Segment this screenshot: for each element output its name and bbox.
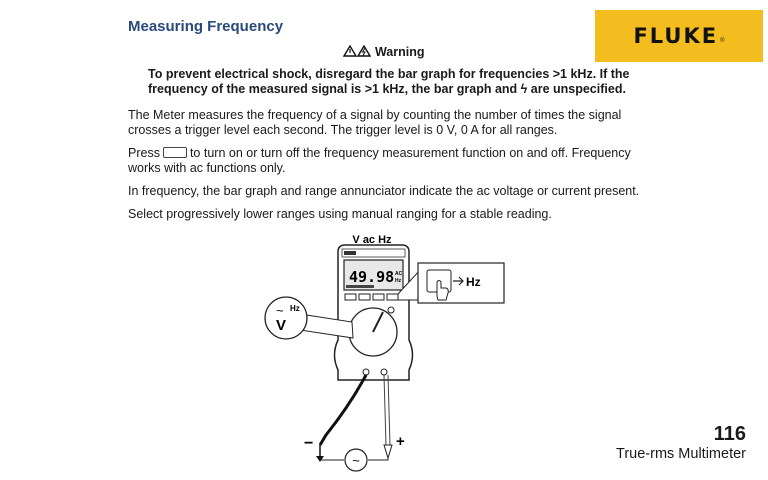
warning-triangle-icon	[343, 45, 372, 57]
test-leads: ~ − +	[304, 374, 405, 472]
meter-button	[372, 293, 385, 301]
paragraph-line: Press to turn on or turn off the frequenc…	[128, 146, 648, 161]
display-unit-hz: Hz	[395, 278, 402, 284]
warning-line-1: To prevent electrical shock, disregard t…	[148, 67, 630, 81]
warning-text: To prevent electrical shock, disregard t…	[148, 67, 648, 97]
source-symbol: ~	[352, 453, 360, 468]
paragraph-text: Press	[128, 146, 160, 160]
paragraph-bar-graph: In frequency, the bar graph and range an…	[128, 184, 640, 198]
button-callout: Hz	[397, 262, 505, 304]
paragraph-ranging: Select progressively lower ranges using …	[128, 207, 552, 221]
warning-line-2: frequency of the measured signal is >1 k…	[148, 82, 626, 96]
hz-button-icon	[162, 147, 187, 158]
fluke-logo: FLUKE ®	[595, 10, 763, 62]
figure-caption: V ac Hz	[352, 234, 392, 246]
dial-v-label: V	[276, 317, 286, 334]
lead-minus-label: −	[304, 435, 313, 452]
page-title: Measuring Frequency	[128, 18, 284, 35]
dial-hz-label: Hz	[290, 304, 300, 313]
paragraph-line: The Meter measures the frequency of a si…	[128, 108, 622, 122]
warning-heading: Warning	[0, 45, 768, 59]
button-hz-label: Hz	[466, 275, 481, 289]
finger-icon	[436, 280, 449, 301]
meter-frequency-illustration: V ac Hz 49.98 AC Hz V ~ Hz	[264, 234, 505, 472]
paragraph-text: to turn on or turn off the frequency mea…	[189, 146, 631, 160]
paragraph-press-button: Press to turn on or turn off the frequenc…	[128, 146, 648, 176]
multimeter: 49.98 AC Hz	[333, 244, 414, 381]
arrow-icon	[453, 276, 464, 286]
logo-registered-mark: ®	[720, 38, 725, 44]
logo-text: FLUKE	[633, 24, 719, 48]
paragraph-frequency-intro: The Meter measures the frequency of a si…	[128, 108, 648, 138]
meter-hz-button	[386, 293, 399, 301]
meter-button	[344, 293, 357, 301]
warning-title: Warning	[374, 45, 425, 59]
paragraph-line: crosses a trigger level each second. The…	[128, 123, 558, 137]
lead-plus-label: +	[396, 433, 405, 450]
dial-callout: V ~ Hz	[264, 296, 354, 340]
display-reading: 49.98	[349, 268, 394, 286]
meter-button	[358, 293, 371, 301]
paragraph-line: works with ac functions only.	[128, 161, 286, 175]
display-unit-ac: AC	[395, 271, 403, 277]
ac-source-icon	[344, 448, 368, 472]
page-number: 116	[713, 423, 746, 445]
tilde-icon: ~	[276, 303, 284, 318]
document-title: True-rms Multimeter	[616, 446, 746, 462]
